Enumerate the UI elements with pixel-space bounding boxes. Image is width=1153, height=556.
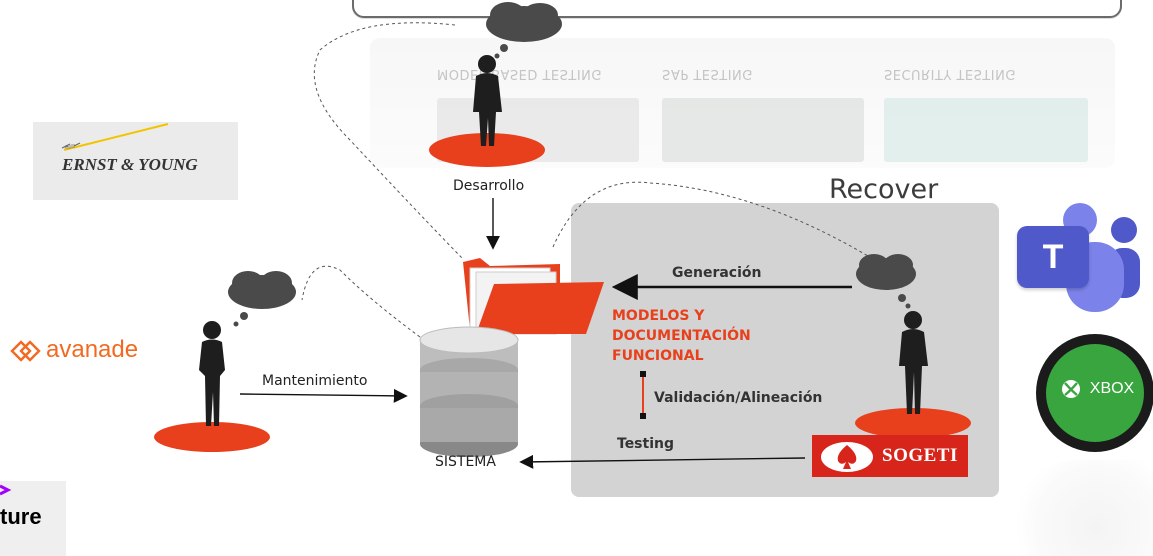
accenture-logo: [0, 481, 66, 556]
validacion-bracket-icon: [640, 371, 646, 419]
label-desarrollo: Desarrollo: [453, 178, 525, 194]
modelos-line-3: FUNCIONAL: [612, 348, 704, 364]
platform-mantenimiento: [154, 422, 270, 452]
xbox-sphere-icon: [1062, 380, 1080, 398]
thought-cloud-icon: [486, 2, 562, 59]
arrow-mantenimiento: [239, 388, 408, 403]
accenture-chevron-icon: [0, 484, 12, 496]
label-sistema: SISTEMA: [435, 454, 496, 470]
platform-sogeti: [855, 408, 971, 438]
ey-swoosh-icon: [61, 123, 169, 151]
platform-desarrollo: [429, 133, 545, 167]
thought-cloud-icon: [856, 254, 916, 309]
ernst-young-text: ERNST & YOUNG: [62, 155, 198, 174]
bg-thumb-2: [662, 98, 864, 162]
ernst-young-logo: [33, 122, 238, 200]
bg-thumb-3: [884, 98, 1088, 162]
modelos-line-1: MODELOS Y: [612, 308, 705, 324]
teams-tile: [1017, 226, 1089, 288]
person-icon: [473, 55, 502, 146]
modelos-line-2: DOCUMENTACIÓN: [612, 328, 751, 344]
label-generacion: Generación: [672, 265, 762, 281]
xbox-text: XBOX: [1089, 380, 1135, 397]
label-mantenimiento: Mantenimiento: [262, 373, 368, 389]
accenture-text: ture: [0, 504, 42, 529]
avanade-text: avanade: [46, 336, 139, 363]
label-validacion: Validación/Alineación: [654, 390, 823, 406]
person-icon: [899, 311, 928, 414]
recover-title: Recover: [829, 174, 939, 205]
modelos-block: MODELOS Y DOCUMENTACIÓN FUNCIONAL: [612, 306, 751, 366]
database-icon: [419, 326, 519, 457]
person-icon: [199, 321, 225, 426]
label-testing: Testing: [617, 436, 674, 452]
thought-cloud-icon: [228, 271, 296, 327]
dashed-connectors: [301, 22, 879, 338]
teams-letter: T: [1042, 238, 1064, 276]
arrow-testing: [519, 454, 806, 469]
avanade-logo-icon: [10, 340, 41, 362]
sogeti-spade-icon: [821, 442, 873, 472]
sogeti-text: SOGETI: [882, 445, 958, 466]
decorative-shape: [1012, 460, 1153, 556]
xbox-logo-inner: [1046, 344, 1144, 442]
folder-icon: [463, 258, 604, 335]
